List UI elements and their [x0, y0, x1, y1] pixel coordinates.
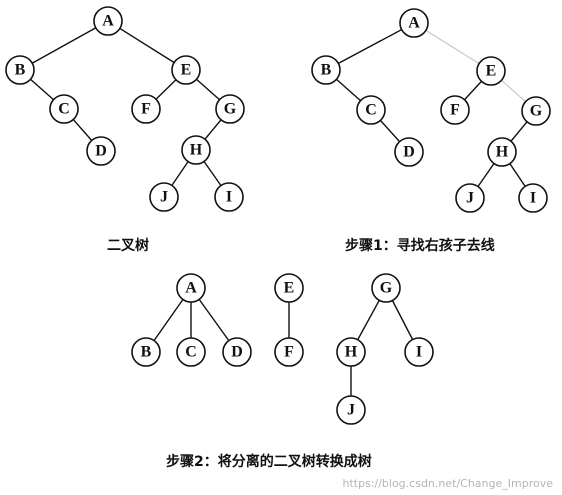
svg-text:E: E: [486, 63, 497, 80]
node-a: A: [93, 6, 123, 36]
node-a: A: [176, 273, 206, 303]
node-j: J: [455, 183, 485, 213]
step2-tree-g: G H I J: [336, 273, 434, 425]
svg-text:B: B: [321, 62, 332, 79]
svg-text:A: A: [408, 15, 420, 32]
svg-text:I: I: [416, 344, 422, 361]
step2-trees: A B C D E F G H I J: [131, 273, 434, 425]
step1-tree: A B C D E F G H J I: [311, 8, 551, 213]
binary-tree: A B C D E F G H J I: [5, 6, 245, 212]
svg-text:G: G: [530, 103, 543, 120]
edge-a-b: [325, 22, 415, 71]
svg-text:H: H: [190, 142, 203, 159]
node-f: F: [274, 337, 304, 367]
svg-text:D: D: [403, 144, 415, 161]
edge-a-e: [107, 20, 187, 71]
node-g: G: [371, 273, 401, 303]
node-b: B: [311, 55, 341, 85]
node-c: C: [49, 94, 79, 124]
node-a: A: [399, 8, 429, 38]
svg-text:D: D: [231, 344, 243, 361]
svg-text:D: D: [95, 143, 107, 160]
node-c: C: [176, 337, 206, 367]
svg-text:E: E: [181, 62, 192, 79]
node-d: D: [86, 136, 116, 166]
edge-a-b: [19, 20, 109, 71]
svg-text:E: E: [284, 280, 295, 297]
svg-text:C: C: [365, 102, 377, 119]
caption-step2: 步骤2：将分离的二叉树转换成树: [166, 453, 372, 470]
node-d: D: [394, 137, 424, 167]
node-e: E: [274, 273, 304, 303]
node-c: C: [356, 95, 386, 125]
svg-text:J: J: [466, 190, 474, 207]
node-h: H: [487, 137, 517, 167]
step2-tree-a: A B C D: [131, 273, 252, 367]
svg-text:H: H: [496, 144, 509, 161]
watermark-text: https://blog.csdn.net/Change_Improve: [342, 477, 553, 490]
node-i: I: [404, 337, 434, 367]
svg-text:F: F: [284, 344, 294, 361]
node-g: G: [215, 94, 245, 124]
removed-edge-a-e: [413, 22, 492, 72]
svg-text:B: B: [141, 344, 152, 361]
svg-text:I: I: [226, 189, 232, 206]
svg-text:J: J: [160, 189, 168, 206]
node-i: I: [518, 183, 548, 213]
caption-binary-tree: 二叉树: [107, 237, 149, 254]
node-h: H: [336, 337, 366, 367]
svg-text:F: F: [141, 101, 151, 118]
node-j: J: [336, 395, 366, 425]
node-e: E: [476, 56, 506, 86]
svg-text:G: G: [380, 280, 393, 297]
node-j: J: [149, 182, 179, 212]
svg-text:G: G: [224, 101, 237, 118]
node-g: G: [521, 96, 551, 126]
node-d: D: [222, 337, 252, 367]
node-f: F: [131, 94, 161, 124]
svg-text:A: A: [102, 13, 114, 30]
node-e: E: [171, 55, 201, 85]
step2-tree-e: E F: [274, 273, 304, 367]
node-b: B: [131, 337, 161, 367]
node-h: H: [181, 135, 211, 165]
svg-text:C: C: [185, 344, 197, 361]
node-f: F: [440, 95, 470, 125]
svg-text:A: A: [185, 280, 197, 297]
svg-text:H: H: [345, 344, 358, 361]
caption-step1: 步骤1：寻找右孩子去线: [345, 237, 495, 254]
node-i: I: [214, 182, 244, 212]
svg-text:J: J: [347, 402, 355, 419]
svg-text:F: F: [450, 102, 460, 119]
node-b: B: [5, 55, 35, 85]
svg-text:B: B: [15, 62, 26, 79]
svg-text:C: C: [58, 101, 70, 118]
svg-text:I: I: [530, 190, 536, 207]
